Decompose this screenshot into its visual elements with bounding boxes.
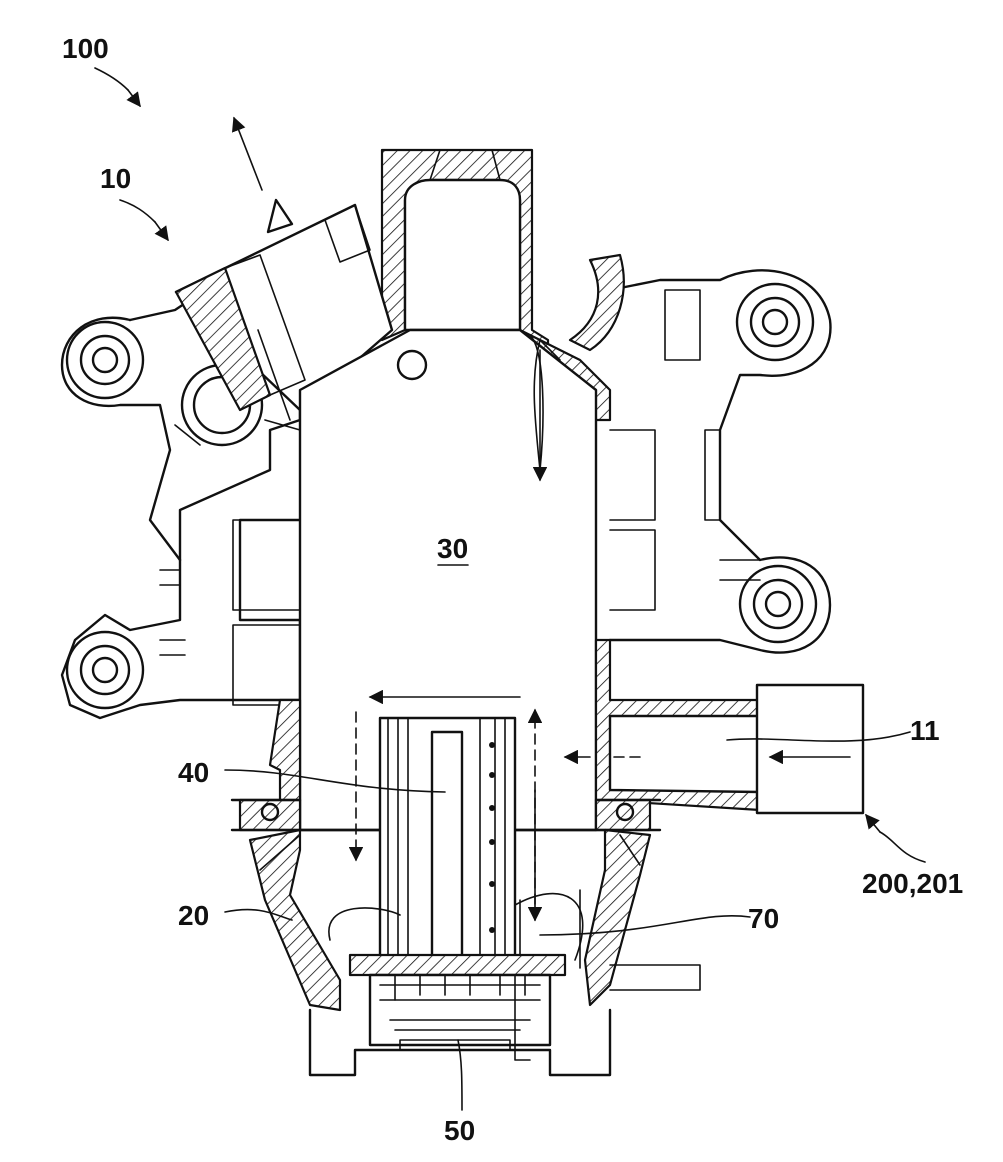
- label-11: 11: [910, 715, 940, 746]
- label-200-201: 200,201: [862, 868, 963, 899]
- label-30: 30: [437, 533, 468, 564]
- label-10: 10: [100, 163, 131, 194]
- inlet-cap: [757, 685, 863, 813]
- label-20: 20: [178, 900, 209, 931]
- electronics-module: [350, 955, 565, 1060]
- label-70: 70: [748, 903, 779, 934]
- label-100: 100: [62, 33, 109, 64]
- label-40: 40: [178, 757, 209, 788]
- label-50: 50: [444, 1115, 475, 1146]
